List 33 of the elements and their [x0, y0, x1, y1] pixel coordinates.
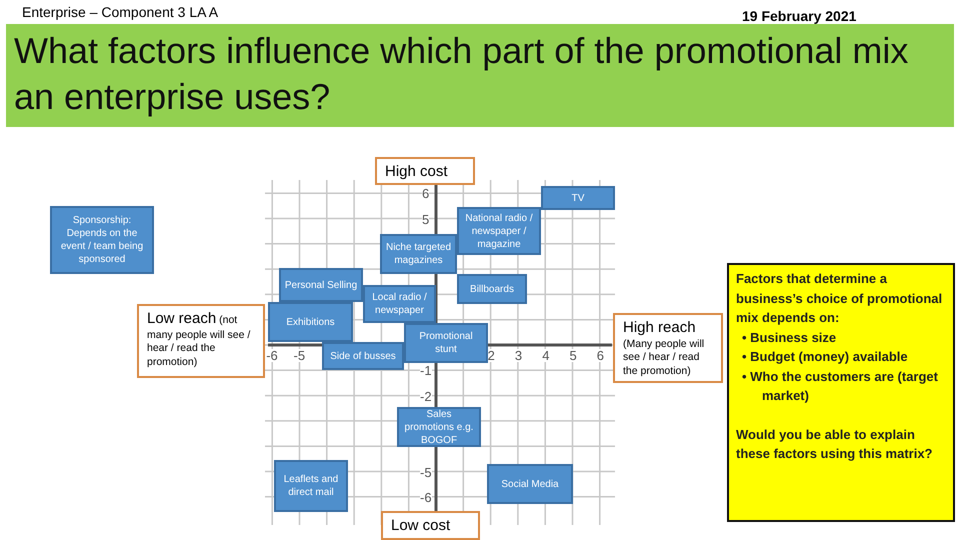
header-text: Enterprise – Component 3 LA A: [22, 4, 218, 20]
axis-label-box: Low cost: [381, 511, 480, 540]
axis-tick-label: 4: [542, 349, 550, 362]
axis-tick-label: 5: [570, 349, 577, 362]
promotion-box: National radio / newspaper / magazine: [457, 207, 541, 255]
promotion-box: Promotional stunt: [404, 323, 488, 363]
axis-tick-label: -6: [266, 349, 278, 362]
axis-tick-label: -5: [294, 349, 306, 362]
title-banner: What factors influence which part of the promotional mix an enterprise uses?: [6, 24, 954, 127]
axis-tick-label: -5: [420, 466, 432, 478]
axis-tick-label: 6: [422, 187, 430, 200]
date-text: 19 February 2021: [742, 8, 856, 24]
promotion-box: Niche targeted magazines: [380, 234, 457, 274]
promotion-box: Billboards: [457, 274, 527, 304]
promotion-box: Local radio / newspaper: [363, 285, 436, 323]
promotion-box: Sponsorship: Depends on the event / team being sponsored: [50, 206, 154, 274]
axis-tick-label: 3: [514, 349, 522, 362]
axis-tick-label: 6: [596, 349, 604, 362]
axis-label-box: High cost: [375, 157, 475, 185]
promotion-box: TV: [541, 186, 615, 210]
axis-tick-label: -6: [420, 490, 432, 504]
axis-label-box: High reach (Many people will see / hear / read the promotion): [613, 313, 723, 383]
axis-tick-label: -2: [420, 390, 432, 403]
note-box: Factors that determine a business’s choice of promotional mix depends on: • Business size • Budget (money) available • Who the customers are (target market) Would you be able to explain these factors using this matrix?: [727, 263, 955, 522]
promotion-box: Sales promotions e.g. BOGOF: [397, 407, 481, 447]
axis-tick-label: 5: [422, 212, 430, 226]
axis-tick-label: -1: [420, 364, 432, 378]
promotion-box: Social Media: [487, 464, 573, 504]
axis-label-box: Low reach (not many people will see / hear / read the promotion): [137, 304, 265, 378]
promotion-box: Personal Selling: [279, 268, 363, 302]
promotion-box: Leaflets and direct mail: [274, 460, 348, 512]
promotion-box: Side of busses: [322, 342, 404, 370]
promotion-box: Exhibitions: [268, 302, 353, 342]
